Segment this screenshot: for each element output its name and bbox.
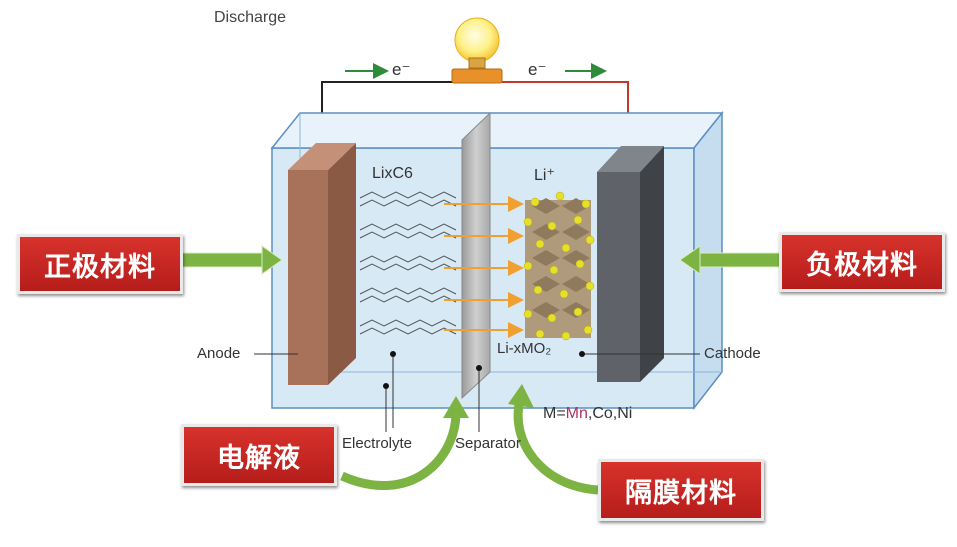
separator-dot: [476, 365, 482, 371]
separator-curved-arrow: [508, 384, 599, 495]
metal-prefix: M=: [543, 405, 566, 422]
separator-material-callout: 隔膜材料: [598, 459, 764, 521]
leader-lines: [254, 353, 700, 432]
separator-membrane: [461, 111, 491, 400]
lightbulb-icon: [451, 17, 503, 84]
separator-label: Separator: [455, 435, 521, 452]
cathode-plate: [597, 146, 664, 382]
negative-pointer-arrow: [679, 245, 783, 275]
cathode-dot: [579, 351, 585, 357]
electrolyte-label: Electrolyte: [342, 435, 413, 452]
anode-plate: [288, 143, 356, 385]
graphite-layers: [359, 191, 457, 335]
anode-dot: [390, 351, 396, 357]
electrolyte-callout: 电解液: [181, 424, 337, 486]
cathode-crystal: [523, 191, 595, 341]
diagram-title: Discharge: [214, 9, 287, 26]
electrolyte-dot: [383, 383, 389, 389]
lithium-ion-label: Li⁺: [534, 167, 555, 184]
anode-label: Anode: [197, 345, 241, 362]
electrolyte-curved-arrow: [340, 396, 469, 491]
metal-mn: Mn: [565, 405, 588, 422]
electron-label-left: e⁻: [392, 60, 411, 79]
metal-formula: M=Mn,Co,Ni: [543, 405, 632, 423]
negative-material-callout: 负极材料: [779, 232, 945, 292]
positive-material-callout: 正极材料: [17, 234, 183, 294]
metal-rest: ,Co,Ni: [587, 405, 633, 422]
anode-material-label: LixC6: [372, 165, 413, 182]
electron-label-right: e⁻: [528, 60, 547, 79]
positive-pointer-arrow: [179, 245, 283, 275]
ion-arrows: [444, 196, 524, 338]
cathode-label: Cathode: [704, 345, 761, 362]
cathode-material-label: Li-xMO₂: [497, 340, 552, 357]
